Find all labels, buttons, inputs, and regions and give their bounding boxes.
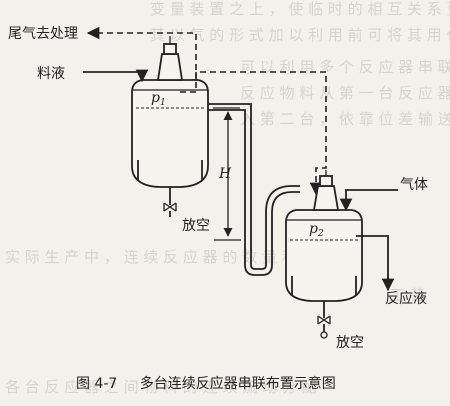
reactor-1-vessel	[131, 79, 209, 188]
svg-text:各 台 反 应 器 之 间 物 料 的 连 续 流 动 分: 各 台 反 应 器 之 间 物 料 的 连 续 流 动 分 配	[5, 378, 317, 396]
product-label: 反应液	[385, 290, 427, 307]
overflow-pipe	[208, 109, 300, 276]
vent-1-label: 放空	[182, 218, 210, 234]
vent-2-label: 放空	[336, 335, 364, 351]
svg-text:其 以 气 的 形 式 加 以 利 用 前 可 将 其 用: 其 以 气 的 形 式 加 以 利 用 前 可 将 其 用 作 高 压	[150, 26, 450, 44]
feed-liquid-label: 料液	[37, 66, 65, 82]
drain-valve-2-icon	[317, 315, 331, 325]
svg-text:入 第 二 台 ， 依 靠 位 差 输 送: 入 第 二 台 ， 依 靠 位 差 输 送	[240, 110, 450, 128]
height-label: H	[218, 166, 232, 182]
reactor-1: p1	[131, 36, 209, 217]
product-line	[356, 235, 389, 282]
caption-title: 多台连续反应器串联布置示意图	[140, 375, 336, 392]
svg-text:可 以 利 用 多 个 反 应 器 串 联: 可 以 利 用 多 个 反 应 器 串 联	[240, 58, 450, 76]
gas-inlet-line	[345, 189, 398, 206]
gas-label: 气体	[400, 177, 428, 193]
pressure-p2-label: p2	[309, 221, 324, 239]
drain-valve-1-icon	[163, 202, 177, 212]
figure-caption: 图 4-7 多台连续反应器串联布置示意图	[76, 375, 336, 392]
agitator-cap-icon	[163, 43, 177, 55]
caption-number: 图 4-7	[76, 376, 117, 392]
tail-gas-label: 尾气去处理	[8, 26, 78, 42]
reactor-2-vessel	[285, 209, 363, 302]
reactor-2: p2	[285, 170, 363, 339]
svg-text:工 艺: 工 艺	[390, 286, 425, 304]
svg-text:实 际 生 产 中 ， 连 续 反 应 器 的 数 量 和: 实 际 生 产 中 ， 连 续 反 应 器 的 数 量 和 排 列	[5, 248, 336, 266]
tail-gas-line	[95, 32, 197, 80]
svg-text:变 量 装 置 之 上 ， 使 临 时 的 相 互 关 系: 变 量 装 置 之 上 ， 使 临 时 的 相 互 关 系 更 加 便	[150, 0, 450, 18]
agitator-motor-icon	[156, 53, 184, 81]
vent-balance-line	[180, 71, 327, 192]
agitator-motor-2-icon	[312, 185, 340, 211]
pressure-p1-label: p1	[151, 90, 166, 108]
svg-text:反 应 物 料 从 第 一 台 反 应 器 流: 反 应 物 料 从 第 一 台 反 应 器 流	[240, 84, 450, 102]
